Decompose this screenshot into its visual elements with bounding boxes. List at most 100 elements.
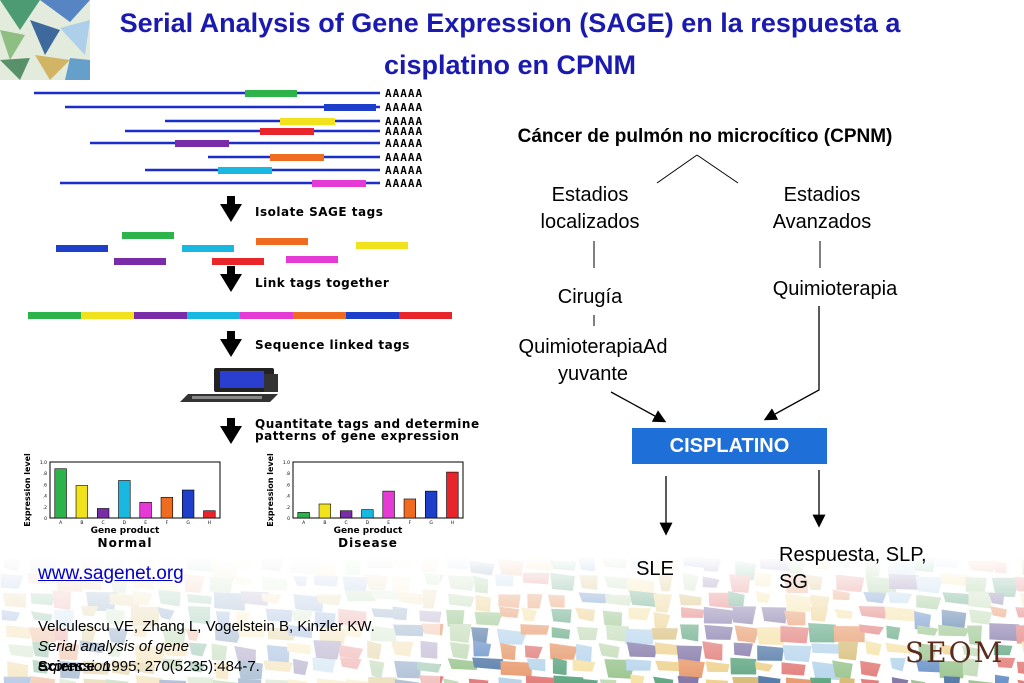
flow-outcome-sle: SLE (636, 558, 674, 580)
chart-bar (446, 471, 459, 519)
y-tick-label: 0 (287, 516, 290, 522)
polya-tail: AAAAA (385, 115, 424, 128)
flow-chemotherapy: Quimioterapia (772, 278, 898, 300)
arrow-stem (227, 418, 235, 427)
polya-tail: AAAAA (385, 87, 424, 100)
step-isolate-tags: Isolate SAGE tags (255, 205, 384, 219)
y-tick-label: .2 (43, 505, 47, 511)
x-axis-label: Gene product (334, 526, 403, 536)
cisplatino-box: CISPLATINO (632, 428, 827, 464)
polya-tail: AAAAA (385, 177, 424, 190)
isolated-tags (56, 232, 408, 265)
arrow-connector (610, 391, 667, 423)
chart-bar (382, 490, 395, 519)
x-axis-label: Gene product (91, 526, 160, 536)
flow-adjuvant-chemo: QuimioterapiaAd yuvante (518, 336, 668, 385)
connector-line (656, 154, 698, 184)
y-axis-label: Expression level (23, 453, 32, 527)
x-tick-label: A (302, 520, 306, 526)
sagenet-link[interactable]: www.sagenet.org (38, 563, 184, 584)
y-tick-label: 0 (44, 516, 47, 522)
tag-segment (356, 242, 408, 249)
y-tick-label: .4 (43, 494, 47, 500)
arrow-stem (227, 331, 235, 340)
tag-segment (346, 312, 399, 319)
flow-surgery: Cirugía (557, 286, 623, 308)
tag-segment (28, 312, 81, 319)
tag-segment (324, 104, 376, 111)
reference-journal: Science. 1995; 270(5235):484-7. (38, 657, 375, 677)
arrow-stem (227, 196, 235, 205)
x-tick-label: G (186, 520, 190, 526)
chart-bar (339, 510, 353, 519)
down-arrow-icon (220, 339, 242, 357)
reference-article-title: Serial analysis of gene expression (38, 637, 238, 677)
tag-segment (312, 180, 366, 187)
computer-icon (180, 368, 278, 402)
flow-root-cpnm: Cáncer de pulmón no microcítico (CPNM) (517, 126, 893, 147)
chart-title: Disease (338, 536, 398, 550)
tag-segment (245, 90, 297, 97)
y-tick-label: .8 (286, 471, 290, 477)
tag-segment (212, 258, 264, 265)
polya-tail: AAAAA (385, 137, 424, 150)
reference-citation: Velculescu VE, Zhang L, Vogelstein B, Ki… (38, 617, 375, 677)
slide-title: Serial Analysis of Gene Expression (SAGE… (40, 2, 980, 86)
polya-tail: AAAAA (385, 101, 424, 114)
step-quantitate-tags: Quantitate tags and determine (255, 417, 480, 431)
y-tick-label: .2 (286, 505, 290, 511)
tag-segment (260, 128, 314, 135)
seom-logo: SEOM (905, 636, 1005, 669)
slide-title-line-1: Serial Analysis of Gene Expression (SAGE… (119, 8, 901, 38)
x-tick-label: E (387, 520, 390, 526)
down-arrow-icon (220, 426, 242, 444)
tag-segment (286, 256, 338, 263)
polya-tail: AAAAA (385, 151, 424, 164)
x-tick-label: G (429, 520, 433, 526)
chart-bar (403, 498, 417, 519)
reference-article-title-text: Serial analysis of gene expression (38, 638, 189, 675)
tag-segment (81, 312, 134, 319)
tag-segment (293, 312, 346, 319)
reference-journal-name: Science (38, 658, 95, 675)
x-tick-label: D (366, 520, 370, 526)
tag-segment (122, 232, 174, 239)
flow-localized-stages: Estadios localizados (540, 184, 640, 233)
x-tick-label: D (123, 520, 127, 526)
tag-segment (114, 258, 166, 265)
tag-segment (280, 118, 335, 125)
tag-segment (399, 312, 452, 319)
tag-segment (56, 245, 108, 252)
polya-tail: AAAAA (385, 125, 424, 138)
x-tick-label: H (208, 520, 211, 526)
x-tick-label: F (409, 520, 412, 526)
chart-bar (203, 510, 216, 519)
step-patterns: patterns of gene expression (255, 429, 460, 443)
mrna-transcripts (34, 90, 380, 187)
x-tick-label: C (345, 520, 348, 526)
chart-bar (160, 496, 174, 519)
x-tick-label: E (144, 520, 147, 526)
down-arrow-icon (220, 204, 242, 222)
chart-bar (139, 502, 152, 519)
y-tick-label: .4 (286, 494, 290, 500)
polya-tail: AAAAA (385, 164, 424, 177)
x-tick-label: B (80, 520, 83, 526)
flow-advanced-stages: Estadios Avanzados (772, 184, 872, 233)
mosaic-corner-decoration (0, 0, 90, 80)
linked-tags (28, 312, 452, 319)
flow-outcome-response: Respuesta, SLP, SG (779, 544, 927, 593)
connector-line (696, 154, 739, 184)
y-tick-label: .8 (43, 471, 47, 477)
slide-title-line-2: cisplatino en CPNM (383, 50, 637, 80)
reference-authors: Velculescu VE, Zhang L, Vogelstein B, Ki… (38, 618, 375, 635)
arrow-connector (763, 306, 820, 421)
tag-segment (182, 245, 234, 252)
chart-bar (181, 489, 195, 519)
chart-bar (361, 509, 374, 519)
tag-segment (218, 167, 272, 174)
chart-title: Normal (98, 536, 153, 550)
x-tick-label: F (166, 520, 169, 526)
